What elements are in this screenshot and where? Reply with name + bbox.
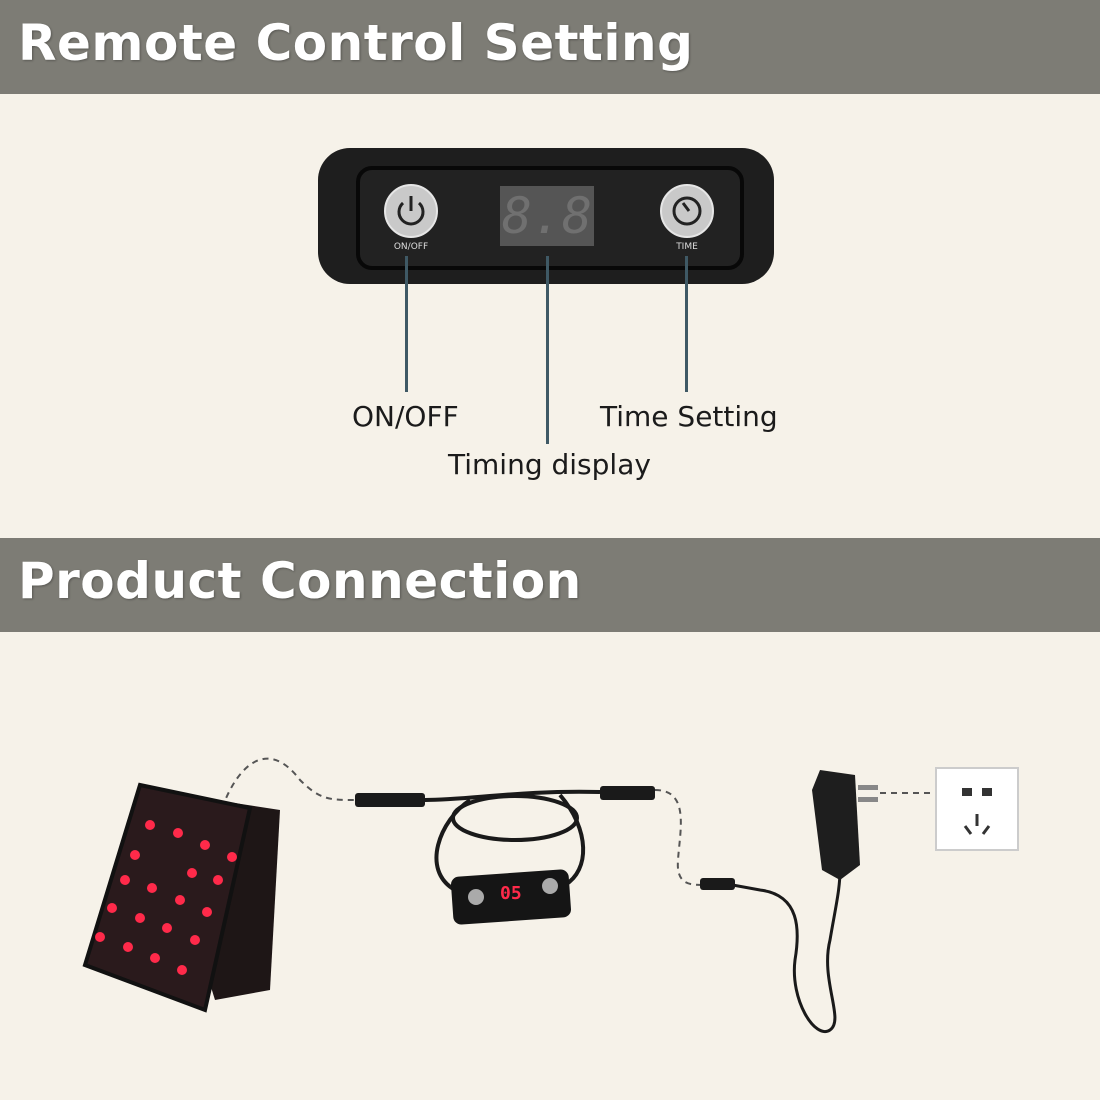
- timer-icon: [672, 196, 702, 226]
- controller-cable: [355, 786, 655, 892]
- led-lights: [95, 820, 237, 975]
- connection-dash: [654, 789, 706, 886]
- on-off-button-label: ON/OFF: [393, 242, 429, 252]
- time-button[interactable]: [660, 184, 714, 238]
- wall-outlet: [935, 767, 1019, 851]
- time-button-label: TIME: [676, 242, 698, 252]
- on-off-button[interactable]: [384, 184, 438, 238]
- callout-line-display: [546, 256, 549, 444]
- callout-timing-display: Timing display: [448, 448, 651, 481]
- controller-power-button: [468, 889, 484, 905]
- section-header-remote: Remote Control Setting: [0, 0, 1100, 94]
- controller-time-button: [542, 878, 558, 894]
- product-connection-diagram: 05: [82, 757, 1019, 1034]
- power-adapter: [700, 770, 878, 1034]
- section-header-connection: Product Connection: [0, 538, 1100, 632]
- callout-time-setting: Time Setting: [600, 400, 778, 433]
- remote-control-panel: ON/OFF 8.8 TIME: [318, 148, 774, 284]
- callout-line-time: [685, 256, 688, 392]
- timing-display: 8.8: [500, 186, 594, 246]
- inline-controller: [451, 869, 571, 925]
- remote-control-face: ON/OFF 8.8 TIME: [356, 166, 744, 270]
- callout-on-off: ON/OFF: [352, 400, 459, 433]
- controller-display: 05: [500, 883, 522, 904]
- connection-dash: [221, 757, 356, 809]
- led-therapy-pad: [82, 782, 280, 1013]
- callout-line-on-off: [405, 256, 408, 392]
- section-title: Remote Control Setting: [18, 14, 694, 72]
- section-title: Product Connection: [18, 552, 582, 610]
- power-icon: [397, 196, 425, 226]
